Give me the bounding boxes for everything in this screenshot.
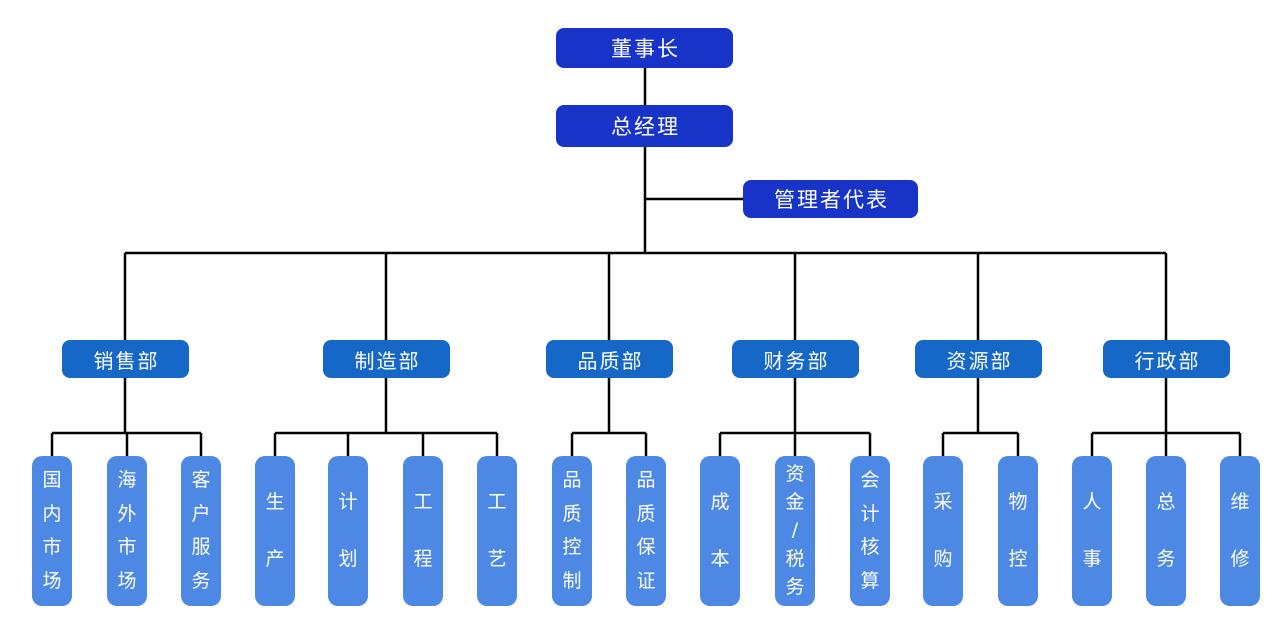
node-dept-admin: 行政部 <box>1103 340 1230 378</box>
node-unit-accounting: 会计核算 <box>850 456 890 606</box>
node-unit-production: 生产 <box>255 456 295 606</box>
node-unit-quality-control: 品质控制 <box>552 456 592 606</box>
node-management-representative: 管理者代表 <box>743 180 918 218</box>
node-unit-engineering: 工程 <box>403 456 443 606</box>
node-unit-overseas-market: 海外市场 <box>107 456 147 606</box>
node-unit-quality-assurance: 品质保证 <box>626 456 666 606</box>
node-dept-finance: 财务部 <box>732 340 859 378</box>
node-dept-manufacturing: 制造部 <box>323 340 450 378</box>
node-unit-domestic-market: 国内市场 <box>32 456 72 606</box>
node-general-manager: 总经理 <box>556 105 733 147</box>
node-unit-purchasing: 采购 <box>923 456 963 606</box>
node-unit-cost: 成本 <box>700 456 740 606</box>
node-unit-planning: 计划 <box>328 456 368 606</box>
node-unit-general-affairs: 总务 <box>1146 456 1186 606</box>
node-unit-customer-service: 客户服务 <box>181 456 221 606</box>
node-dept-sales: 销售部 <box>62 340 189 378</box>
node-unit-material-control: 物控 <box>998 456 1038 606</box>
node-dept-resources: 资源部 <box>915 340 1042 378</box>
node-dept-quality: 品质部 <box>546 340 673 378</box>
node-unit-maintenance: 维修 <box>1220 456 1260 606</box>
node-unit-funds-tax: 资金/税务 <box>775 456 815 606</box>
node-chairman: 董事长 <box>556 28 733 68</box>
node-unit-hr: 人事 <box>1072 456 1112 606</box>
node-unit-process: 工艺 <box>477 456 517 606</box>
